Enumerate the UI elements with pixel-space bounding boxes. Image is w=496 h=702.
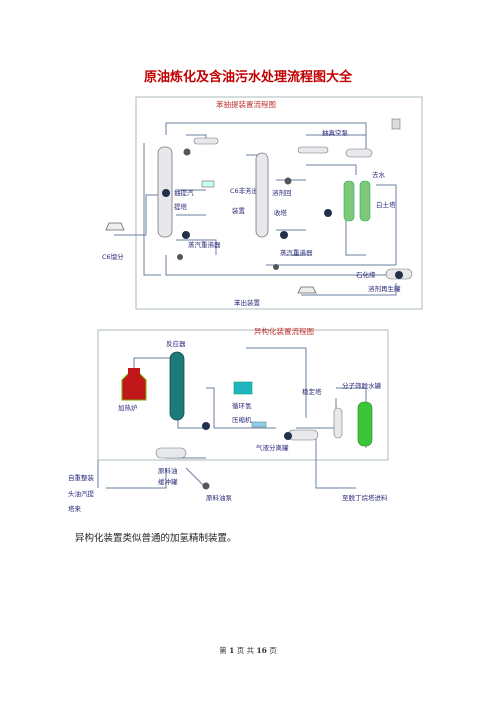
feed-label-2: 头油汽提	[68, 489, 95, 498]
solvent-recover-label-1: 溶剂回	[272, 188, 292, 197]
feed-label-1: 自重整装	[68, 473, 95, 482]
page-footer: 第 1 页 共 16 页	[0, 645, 496, 656]
extract-tower-label: 提塔	[174, 202, 188, 211]
solvent-regen-label: 溶剂再生罐	[368, 284, 401, 293]
footer-total-word: 共	[246, 646, 255, 655]
product-out-label: 至脱丁烷塔进料	[342, 493, 388, 502]
vacuum-pump-label: 抽真空泵	[322, 128, 349, 137]
feed-pump-label: 原料油泵	[206, 493, 233, 502]
water-out-label: 去水	[372, 170, 386, 179]
figure-caption: 异构化装置类似普通的加氢精制装置。	[75, 533, 237, 544]
stabilizer-label: 稳定塔	[302, 387, 322, 396]
steam-boiler-label-2: 蒸汽重沸器	[280, 248, 313, 257]
solvent-recover-label-2: 收塔	[274, 208, 288, 217]
figure2-title: 异构化装置流程图	[254, 326, 314, 336]
watermark-label: 石化缘	[356, 270, 376, 279]
isomerization-diagram: 异构化装置流程图 反应器 加热炉 原料油 缓冲罐 原料油泵 循环氢 压缩机 气液…	[66, 318, 428, 518]
footer-page-unit: 页	[236, 646, 245, 655]
footer-page-word: 第	[219, 646, 227, 655]
c6-out-label-2: 装置	[232, 206, 246, 215]
recycle-hydrogen-label-2: 压缩机	[232, 415, 252, 424]
document-title: 原油炼化及含油污水处理流程图大全	[143, 70, 352, 85]
reactor-label: 反应器	[166, 339, 186, 348]
feed-label-3: 塔来	[68, 504, 82, 513]
benzene-extraction-diagram: 苯抽提装置流程图 C6馏分 抽提汽 提塔 C6非芳出 装置 蒸汽重沸器 溶剂回 …	[66, 95, 428, 313]
figure1-title: 苯抽提装置流程图	[216, 99, 276, 109]
benzene-out-label: 苯出装置	[234, 298, 261, 307]
recycle-hydrogen-label-1: 循环氢	[232, 401, 252, 410]
clay-tower-label: 白土塔	[376, 200, 396, 209]
c6-out-label-1: C6非芳出	[230, 186, 258, 195]
footer-total-num: 16	[256, 646, 267, 655]
buffer-label-1: 原料油	[158, 466, 178, 475]
steam-boiler-label-1: 蒸汽重沸器	[188, 240, 221, 249]
footer-total-unit: 页	[269, 646, 277, 655]
c6-feed-label: C6馏分	[102, 252, 124, 261]
furnace-label: 加热炉	[118, 403, 138, 412]
footer-page-num: 1	[229, 646, 235, 655]
mol-sieve-label: 分子筛脱水罐	[342, 381, 382, 390]
buffer-label-2: 缓冲罐	[158, 477, 178, 486]
gas-liquid-sep-label: 气液分离罐	[256, 443, 289, 452]
extract-gas-label: 抽提汽	[174, 188, 194, 197]
